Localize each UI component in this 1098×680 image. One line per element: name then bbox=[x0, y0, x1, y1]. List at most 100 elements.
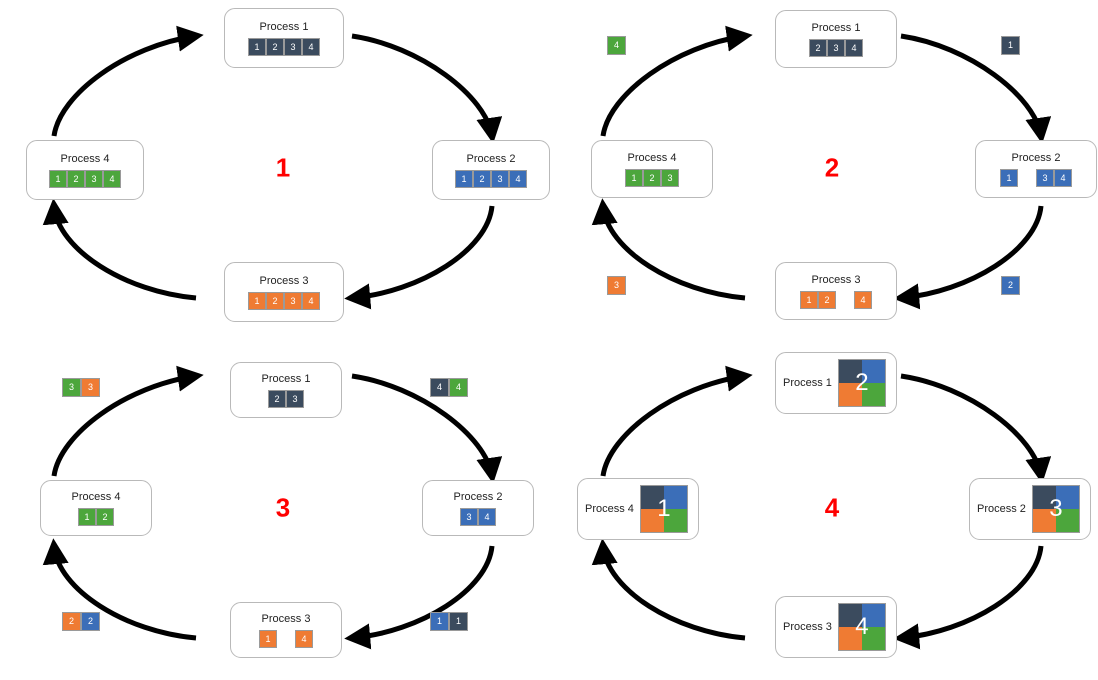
process-node-label: Process 1 bbox=[261, 372, 311, 385]
loose-tile-bottom-left: 3 bbox=[607, 276, 626, 295]
tile-green-3[interactable]: 3 bbox=[85, 169, 103, 188]
tile-blue-1[interactable]: 1 bbox=[455, 169, 473, 188]
process-node-label: Process 4 bbox=[627, 151, 677, 164]
tile-blue-4[interactable]: 4 bbox=[509, 169, 527, 188]
loose-tile-orange-3[interactable]: 3 bbox=[81, 378, 100, 397]
quad-cell-orange bbox=[640, 509, 664, 532]
tile-dark-4[interactable]: 4 bbox=[845, 38, 863, 57]
tile-dark-2[interactable]: 2 bbox=[268, 389, 286, 408]
quad-cell-green bbox=[663, 509, 687, 532]
tile-green-2[interactable]: 2 bbox=[96, 507, 114, 526]
tile-orange-2[interactable]: 2 bbox=[266, 291, 284, 310]
loose-tile-orange-2[interactable]: 2 bbox=[62, 612, 81, 631]
quad-cell-green bbox=[1055, 509, 1079, 532]
tile-blue-2[interactable]: 2 bbox=[473, 169, 491, 188]
quad-number: 3 bbox=[1049, 495, 1063, 522]
process-node-label: Process 3 bbox=[259, 274, 309, 287]
process-node-label: Process 2 bbox=[466, 152, 516, 165]
arrow-segment-1 bbox=[351, 373, 503, 484]
tile-orange-4[interactable]: 4 bbox=[854, 290, 872, 309]
tile-gap bbox=[1018, 169, 1036, 187]
tile-dark-4[interactable]: 4 bbox=[302, 37, 320, 56]
tile-green-1[interactable]: 1 bbox=[78, 507, 96, 526]
tile-orange-1[interactable]: 1 bbox=[800, 290, 818, 309]
tile-blue-1[interactable]: 1 bbox=[1000, 168, 1018, 187]
process-node-process-2[interactable]: Process 2 3 bbox=[969, 478, 1091, 540]
tile-orange-1[interactable]: 1 bbox=[248, 291, 266, 310]
tile-dark-2[interactable]: 2 bbox=[266, 37, 284, 56]
tile-green-4[interactable]: 4 bbox=[103, 169, 121, 188]
tile-green-1[interactable]: 1 bbox=[49, 169, 67, 188]
tile-dark-3[interactable]: 3 bbox=[284, 37, 302, 56]
quad-cell-green bbox=[861, 383, 885, 406]
loose-tile-green-4[interactable]: 4 bbox=[449, 378, 468, 397]
loose-tile-blue-1[interactable]: 1 bbox=[430, 612, 449, 631]
tile-orange-2[interactable]: 2 bbox=[818, 290, 836, 309]
panel-step-number: 2 bbox=[824, 152, 840, 183]
quad-block: 4 bbox=[837, 603, 886, 651]
tile-orange-4[interactable]: 4 bbox=[295, 629, 313, 648]
tile-orange-1[interactable]: 1 bbox=[259, 629, 277, 648]
tile-blue-4[interactable]: 4 bbox=[478, 507, 496, 526]
loose-tile-blue-2[interactable]: 2 bbox=[1001, 276, 1020, 295]
tile-dark-3[interactable]: 3 bbox=[286, 389, 304, 408]
quad-block: 1 bbox=[639, 485, 688, 533]
tile-dark-1[interactable]: 1 bbox=[248, 37, 266, 56]
loose-tile-dark-1[interactable]: 1 bbox=[449, 612, 468, 631]
quad-cell-blue bbox=[1055, 486, 1079, 509]
loose-tile-blue-2[interactable]: 2 bbox=[81, 612, 100, 631]
tile-blue-3[interactable]: 3 bbox=[460, 507, 478, 526]
tile-blue-3[interactable]: 3 bbox=[491, 169, 509, 188]
tile-orange-3[interactable]: 3 bbox=[284, 291, 302, 310]
process-node-label: Process 2 bbox=[977, 502, 1026, 515]
arrow-segment-1 bbox=[351, 33, 503, 144]
arrow-segment-2 bbox=[344, 205, 495, 310]
loose-tile-orange-3[interactable]: 3 bbox=[607, 276, 626, 295]
loose-tile-dark-1[interactable]: 1 bbox=[1001, 36, 1020, 55]
quad-cell-blue bbox=[861, 360, 885, 383]
tile-green-1[interactable]: 1 bbox=[625, 168, 643, 187]
tile-green-3[interactable]: 3 bbox=[661, 168, 679, 187]
tile-orange-4[interactable]: 4 bbox=[302, 291, 320, 310]
arrow-segment-4 bbox=[51, 25, 204, 137]
tile-blue-3[interactable]: 3 bbox=[1036, 168, 1054, 187]
quad-cell-dark bbox=[640, 486, 664, 509]
loose-tile-green-4[interactable]: 4 bbox=[607, 36, 626, 55]
tile-dark-3[interactable]: 3 bbox=[827, 38, 845, 57]
tile-green-2[interactable]: 2 bbox=[643, 168, 661, 187]
loose-tile-dark-4[interactable]: 4 bbox=[430, 378, 449, 397]
tile-dark-2[interactable]: 2 bbox=[809, 38, 827, 57]
process-node-process-4[interactable]: Process 4 1 bbox=[577, 478, 699, 540]
loose-tile-green-3[interactable]: 3 bbox=[62, 378, 81, 397]
tile-blue-4[interactable]: 4 bbox=[1054, 168, 1072, 187]
process-node-label: Process 2 bbox=[453, 490, 503, 503]
tile-green-2[interactable]: 2 bbox=[67, 169, 85, 188]
process-node-label: Process 4 bbox=[585, 502, 634, 515]
panel-step-number: 1 bbox=[275, 152, 291, 183]
